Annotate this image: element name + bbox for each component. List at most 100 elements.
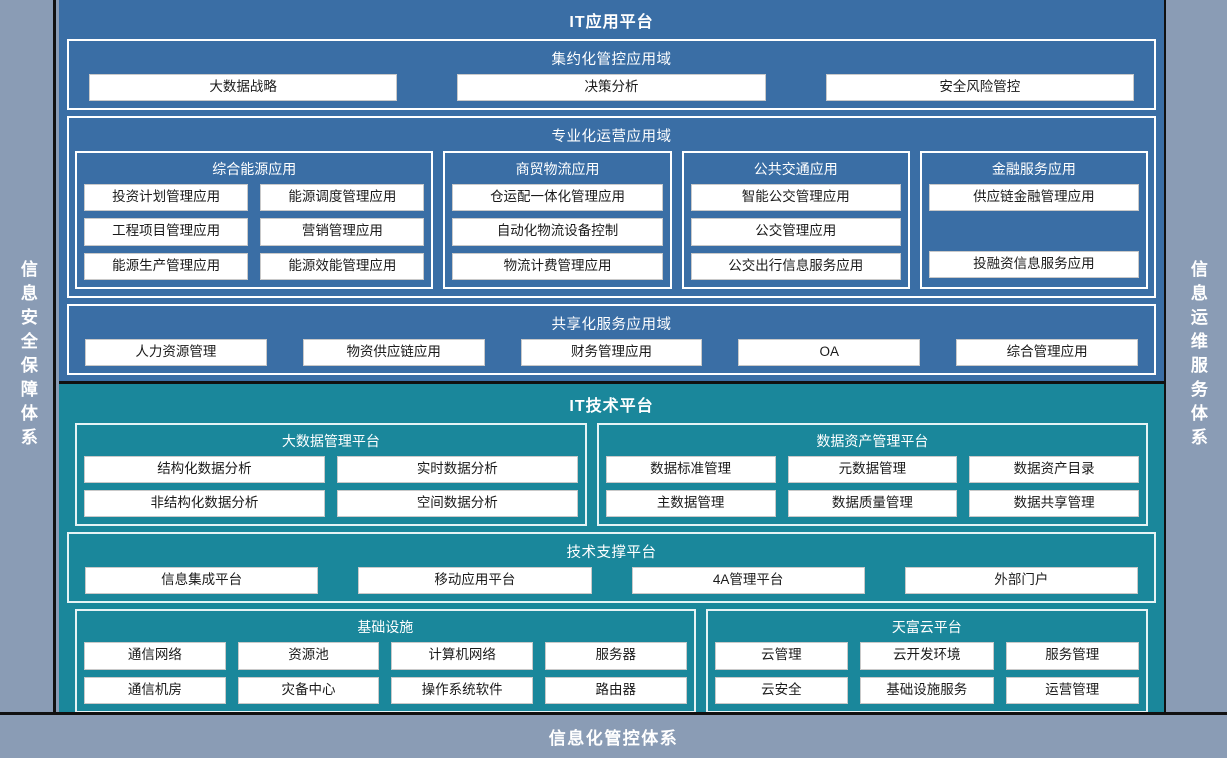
domain-shared-service: 共享化服务应用域 人力资源管理 物资供应链应用 财务管理应用 OA 综合管理应用	[67, 303, 1156, 375]
chip-oa[interactable]: OA	[738, 338, 921, 366]
chip-spatial-data-analysis[interactable]: 空间数据分析	[336, 490, 578, 518]
chip-data-asset-catalog[interactable]: 数据资产目录	[969, 455, 1139, 484]
group-row-data-platforms: 大数据管理平台 结构化数据分析 实时数据分析 非结构化数据分析 空间数据分析 数…	[75, 422, 1148, 527]
domain-title-specialized-operation: 专业化运营应用域	[551, 129, 672, 146]
chip-logistics-billing-management[interactable]: 物流计费管理应用	[452, 252, 663, 280]
chip-cloud-dev-environment[interactable]: 云开发环境	[860, 642, 994, 670]
group-title-commerce-logistics: 商贸物流应用	[515, 161, 600, 178]
domain-title-intensive-management: 集约化管控应用域	[551, 52, 672, 68]
chip-energy-efficiency-management[interactable]: 能源效能管理应用	[260, 252, 425, 280]
right-rail-it-operations-service-system: 信息运维服务体系	[1163, 0, 1227, 712]
right-rail-label: 信息运维服务体系	[1187, 260, 1207, 452]
chip-resource-pool[interactable]: 资源池	[237, 642, 380, 670]
chip-unstructured-data-analysis[interactable]: 非结构化数据分析	[84, 490, 325, 518]
chip-automated-logistics-equipment-control[interactable]: 自动化物流设备控制	[452, 218, 663, 246]
group-title-financial-service: 金融服务应用	[991, 161, 1076, 178]
chip-metadata-management[interactable]: 元数据管理	[787, 455, 958, 484]
group-big-data-management-platform: 大数据管理平台 结构化数据分析 实时数据分析 非结构化数据分析 空间数据分析	[75, 422, 587, 527]
chip-energy-dispatch-management[interactable]: 能源调度管理应用	[260, 184, 425, 212]
group-integrated-energy-application: 综合能源应用 投资计划管理应用 能源调度管理应用 工程项目管理应用 营销管理应用…	[75, 151, 434, 289]
chip-row-technical-support: 信息集成平台 移动应用平台 4A管理平台 外部门户	[75, 567, 1148, 595]
left-rail-information-security-system: 信息安全保障体系	[0, 0, 56, 712]
chip-bus-travel-information-service[interactable]: 公交出行信息服务应用	[690, 252, 901, 280]
left-rail-label: 信息安全保障体系	[17, 260, 37, 452]
chip-security-risk-control[interactable]: 安全风险管控	[825, 74, 1134, 102]
chip-financial-service-placeholder	[929, 218, 1139, 243]
group-grid-integrated-energy: 投资计划管理应用 能源调度管理应用 工程项目管理应用 营销管理应用 能源生产管理…	[84, 184, 425, 280]
chip-marketing-management[interactable]: 营销管理应用	[260, 218, 425, 246]
group-data-asset-management-platform: 数据资产管理平台 数据标准管理 元数据管理 数据资产目录 主数据管理 数据质量管…	[596, 422, 1148, 527]
domain-intensive-management: 集约化管控应用域 大数据战略 决策分析 安全风险管控	[67, 39, 1156, 111]
platform-it-technology-platform: IT技术平台 大数据管理平台 结构化数据分析 实时数据分析 非结构化数据分析 空…	[59, 380, 1164, 721]
chip-material-supply-chain-application[interactable]: 物资供应链应用	[302, 338, 485, 366]
domain-technical-support-platform: 技术支撑平台 信息集成平台 移动应用平台 4A管理平台 外部门户	[67, 532, 1156, 604]
group-grid-big-data-management: 结构化数据分析 实时数据分析 非结构化数据分析 空间数据分析	[84, 455, 578, 518]
chip-disaster-recovery-center[interactable]: 灾备中心	[237, 676, 380, 704]
domain-infrastructure-cloud-row: 基础设施 通信网络 资源池 计算机网络 服务器 通信机房 灾备中心 操作系统软件…	[67, 609, 1156, 713]
chip-external-portal[interactable]: 外部门户	[904, 567, 1138, 595]
chip-cloud-security[interactable]: 云安全	[714, 676, 849, 704]
chip-computer-network[interactable]: 计算机网络	[391, 642, 533, 670]
platform-it-application-platform: IT应用平台 集约化管控应用域 大数据战略 决策分析 安全风险管控 专业化运营应…	[59, 0, 1164, 381]
chip-master-data-management[interactable]: 主数据管理	[605, 490, 776, 518]
group-tianfu-cloud-platform: 天富云平台 云管理 云开发环境 服务管理 云安全 基础设施服务 运营管理	[705, 609, 1148, 713]
chip-operating-system-software[interactable]: 操作系统软件	[391, 676, 533, 704]
group-row-infrastructure-cloud: 基础设施 通信网络 资源池 计算机网络 服务器 通信机房 灾备中心 操作系统软件…	[75, 609, 1148, 713]
chip-data-quality-management[interactable]: 数据质量管理	[787, 490, 958, 518]
chip-infrastructure-service[interactable]: 基础设施服务	[860, 676, 994, 704]
chip-router[interactable]: 路由器	[544, 676, 687, 704]
domain-data-platforms-row: 大数据管理平台 结构化数据分析 实时数据分析 非结构化数据分析 空间数据分析 数…	[67, 422, 1156, 527]
chip-mobile-application-platform[interactable]: 移动应用平台	[358, 567, 592, 595]
group-title-tianfu-cloud: 天富云平台	[891, 619, 962, 636]
chip-big-data-strategy[interactable]: 大数据战略	[89, 74, 398, 102]
chip-bus-management[interactable]: 公交管理应用	[690, 218, 901, 246]
chip-supply-chain-finance-management[interactable]: 供应链金融管理应用	[928, 184, 1139, 212]
chip-operation-management[interactable]: 运营管理	[1005, 676, 1139, 704]
group-infrastructure: 基础设施 通信网络 资源池 计算机网络 服务器 通信机房 灾备中心 操作系统软件…	[75, 609, 696, 713]
chip-information-integration-platform[interactable]: 信息集成平台	[85, 567, 319, 595]
chip-structured-data-analysis[interactable]: 结构化数据分析	[84, 455, 325, 484]
group-grid-public-transport: 智能公交管理应用 公交管理应用 公交出行信息服务应用	[690, 184, 901, 280]
chip-human-resource-management[interactable]: 人力资源管理	[85, 338, 267, 366]
domain-title-technical-support: 技术支撑平台	[566, 545, 657, 562]
chip-warehouse-transport-distribution[interactable]: 仓运配一体化管理应用	[452, 184, 663, 212]
chip-4a-management-platform[interactable]: 4A管理平台	[631, 567, 865, 595]
group-grid-financial-service: 供应链金融管理应用 投融资信息服务应用	[928, 184, 1139, 278]
chip-decision-analysis[interactable]: 决策分析	[457, 74, 766, 102]
chip-energy-production-management[interactable]: 能源生产管理应用	[84, 252, 249, 280]
group-commerce-logistics-application: 商贸物流应用 仓运配一体化管理应用 自动化物流设备控制 物流计费管理应用	[443, 151, 672, 289]
group-title-public-transport: 公共交通应用	[753, 161, 838, 178]
bottom-band-informatization-management-system: 信息化管控体系	[0, 712, 1227, 758]
group-grid-tianfu-cloud: 云管理 云开发环境 服务管理 云安全 基础设施服务 运营管理	[714, 642, 1139, 704]
group-public-transport-application: 公共交通应用 智能公交管理应用 公交管理应用 公交出行信息服务应用	[681, 151, 910, 289]
chip-realtime-data-analysis[interactable]: 实时数据分析	[336, 455, 578, 484]
chip-row-intensive-management: 大数据战略 决策分析 安全风险管控	[75, 74, 1148, 102]
group-title-integrated-energy: 综合能源应用	[212, 161, 297, 178]
chip-communication-room[interactable]: 通信机房	[84, 676, 226, 704]
chip-integrated-management-application[interactable]: 综合管理应用	[956, 338, 1138, 366]
main-stack: IT应用平台 集约化管控应用域 大数据战略 决策分析 安全风险管控 专业化运营应…	[59, 0, 1164, 721]
chip-data-standard-management[interactable]: 数据标准管理	[605, 455, 776, 484]
platform-title-technology: IT技术平台	[569, 397, 654, 415]
domain-specialized-operation: 专业化运营应用域 综合能源应用 投资计划管理应用 能源调度管理应用 工程项目管理…	[67, 116, 1156, 298]
chip-finance-management-application[interactable]: 财务管理应用	[520, 338, 703, 366]
platform-title-application: IT应用平台	[569, 14, 654, 31]
chip-data-sharing-management[interactable]: 数据共享管理	[969, 490, 1139, 518]
chip-cloud-management[interactable]: 云管理	[714, 642, 849, 670]
chip-smart-bus-management[interactable]: 智能公交管理应用	[690, 184, 901, 212]
group-financial-service-application: 金融服务应用 供应链金融管理应用 投融资信息服务应用	[919, 151, 1148, 289]
group-title-big-data-management: 大数据管理平台	[281, 432, 380, 449]
chip-investment-financing-information-service[interactable]: 投融资信息服务应用	[928, 250, 1139, 278]
group-grid-commerce-logistics: 仓运配一体化管理应用 自动化物流设备控制 物流计费管理应用	[452, 184, 663, 280]
chip-engineering-project-management[interactable]: 工程项目管理应用	[84, 218, 249, 246]
chip-row-shared-service: 人力资源管理 物资供应链应用 财务管理应用 OA 综合管理应用	[75, 338, 1148, 366]
chip-server[interactable]: 服务器	[544, 642, 687, 670]
chip-service-management[interactable]: 服务管理	[1005, 642, 1139, 670]
group-title-infrastructure: 基础设施	[357, 619, 414, 636]
domain-title-shared-service: 共享化服务应用域	[551, 316, 672, 333]
bottom-band-label: 信息化管控体系	[548, 729, 679, 748]
chip-communication-network[interactable]: 通信网络	[84, 642, 226, 670]
group-grid-infrastructure: 通信网络 资源池 计算机网络 服务器 通信机房 灾备中心 操作系统软件 路由器	[84, 642, 687, 704]
chip-investment-plan-management[interactable]: 投资计划管理应用	[84, 184, 249, 212]
